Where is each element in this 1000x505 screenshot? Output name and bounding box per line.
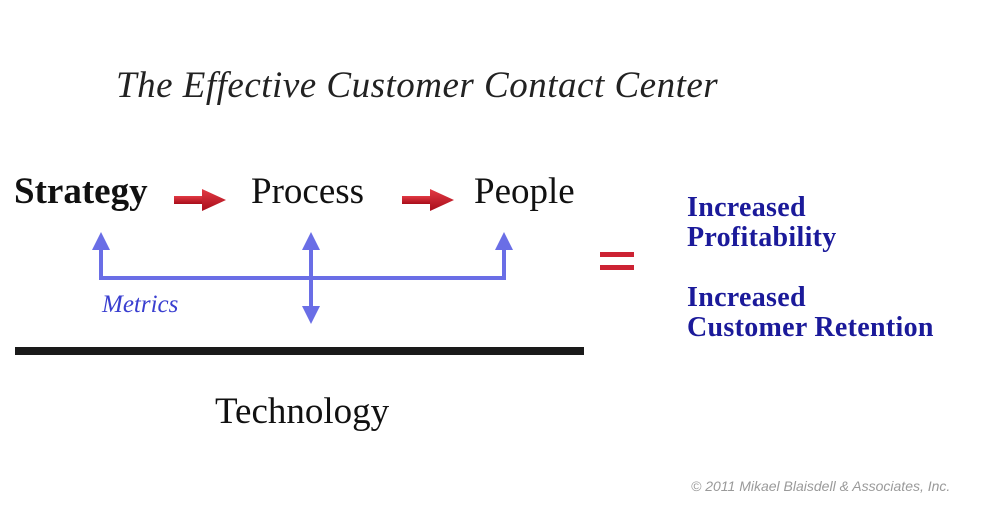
arrowhead-to-strategy [92, 232, 110, 250]
arrowhead-to-technology [302, 306, 320, 324]
arrowhead-to-people [495, 232, 513, 250]
node-strategy: Strategy [14, 171, 148, 212]
result-line: Increased [687, 282, 806, 313]
metrics-label: Metrics [102, 291, 179, 318]
node-process: Process [251, 171, 365, 212]
result-profitability: Increased Profitability [687, 193, 837, 253]
metrics-arrowheads [92, 232, 513, 324]
result-line: Increased [687, 192, 806, 223]
copyright-notice: © 2011 Mikael Blaisdell & Associates, In… [691, 478, 951, 494]
flow-arrow-process-to-people [402, 189, 454, 211]
node-people: People [474, 171, 575, 212]
flow-arrow-strategy-to-process [174, 189, 226, 211]
metrics-connector [99, 248, 506, 308]
foundation-bar [15, 347, 584, 355]
arrowhead-to-process [302, 232, 320, 250]
technology-label: Technology [215, 391, 390, 432]
page-title: The Effective Customer Contact Center [116, 65, 719, 106]
result-line: Profitability [687, 222, 837, 253]
equals-sign [600, 252, 634, 270]
result-customer-retention: Increased Customer Retention [687, 283, 934, 343]
result-line: Customer Retention [687, 312, 934, 343]
